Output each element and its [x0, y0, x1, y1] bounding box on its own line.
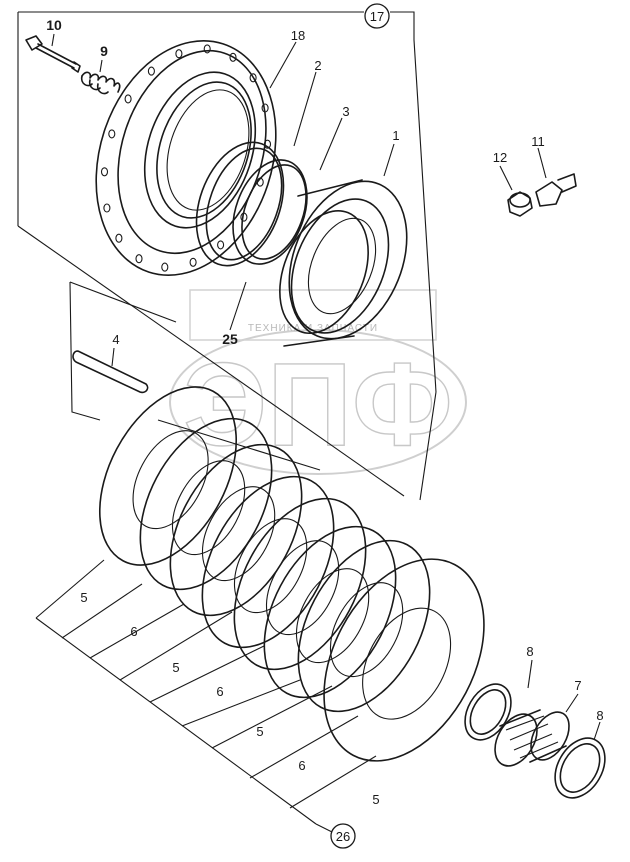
circled-marker-17: 17: [364, 3, 390, 29]
callout-c6b: 6: [216, 684, 223, 699]
callout-c5c: 5: [256, 724, 263, 739]
bolt-part: [25, 35, 81, 73]
callout-c5d: 5: [372, 792, 379, 807]
friction-disc: [263, 525, 397, 699]
watermark: ТЕХНИКА И ЗАПЧАСТИ ЭПФ: [169, 289, 467, 475]
callout-c4: 4: [112, 332, 119, 347]
plate-inner-bore: [171, 460, 246, 556]
circled-marker-26: 26: [330, 823, 356, 849]
plate-inner-bore: [233, 518, 308, 614]
callout-c5a: 5: [80, 590, 87, 605]
callout-c11: 11: [531, 134, 545, 149]
housing-bolt-hole: [189, 257, 197, 267]
callout-c6a: 6: [130, 624, 137, 639]
seal-ring-3: [232, 159, 308, 265]
spring-part: [80, 71, 121, 95]
housing-bolt-hole: [261, 103, 269, 113]
piston-part: [279, 179, 408, 347]
housing-part: [95, 40, 277, 276]
callout-c18: 18: [291, 28, 305, 43]
plate-inner-bore: [265, 540, 340, 636]
marker-17-text: 17: [370, 9, 384, 24]
snap-ring-8-right: [554, 737, 606, 799]
callout-c10: 10: [46, 17, 62, 33]
callout-c8: 8: [526, 644, 533, 659]
callout-c12: 12: [493, 150, 507, 165]
steel-plate: [169, 443, 303, 617]
housing-bolt-hole: [175, 49, 183, 59]
plate-inner-bore: [362, 607, 452, 720]
housing-bolt-hole: [103, 203, 111, 213]
housing-bolt-hole: [203, 44, 211, 54]
friction-disc: [201, 475, 335, 649]
callout-c3: 3: [342, 104, 349, 119]
clutch-plate-stack: [98, 386, 485, 762]
callout-c1: 1: [392, 128, 399, 143]
plate-inner-bore: [132, 430, 209, 530]
housing-bolt-hole: [135, 254, 143, 264]
housing-bolt-hole: [161, 262, 169, 272]
steel-plate: [233, 497, 367, 671]
plate-inner-bore: [329, 582, 404, 678]
housing-bolt-hole: [100, 167, 109, 177]
callout-c8b: 8: [596, 708, 603, 723]
group-26-bracket: [35, 559, 377, 837]
callout-c9: 9: [100, 43, 108, 59]
callout-c25: 25: [222, 331, 238, 347]
pin-part: [72, 350, 149, 394]
callout-c6c: 6: [298, 758, 305, 773]
steel-plate: [297, 539, 431, 713]
watermark-banner: ТЕХНИКА И ЗАПЧАСТИ: [248, 323, 378, 334]
plate-inner-bore: [201, 486, 276, 582]
hub-part: [494, 709, 570, 767]
callout-c7: 7: [574, 678, 581, 693]
housing-bolt-hole: [229, 52, 237, 62]
housing-bolt-hole: [249, 73, 257, 83]
callout-c5b: 5: [172, 660, 179, 675]
fitting-11: [535, 173, 577, 207]
friction-disc: [139, 417, 273, 591]
group-17-frame: [17, 11, 437, 501]
housing-bolt-hole: [124, 94, 132, 104]
plate-inner-bore: [295, 568, 370, 664]
housing-bolt-hole: [108, 129, 116, 139]
marker-26-text: 26: [336, 829, 350, 844]
fitting-12: [507, 191, 533, 217]
friction-disc: [323, 558, 485, 762]
steel-plate: [98, 386, 238, 566]
callout-c2: 2: [314, 58, 321, 73]
housing-bolt-hole: [147, 66, 155, 76]
epf-watermark-icon: ЭПФ: [183, 339, 452, 471]
housing-bolt-hole: [115, 233, 123, 243]
housing-bolt-hole: [217, 240, 225, 250]
seal-ring-2: [195, 141, 285, 267]
snap-ring-8-left: [464, 683, 512, 741]
leader-lines: [51, 33, 601, 741]
